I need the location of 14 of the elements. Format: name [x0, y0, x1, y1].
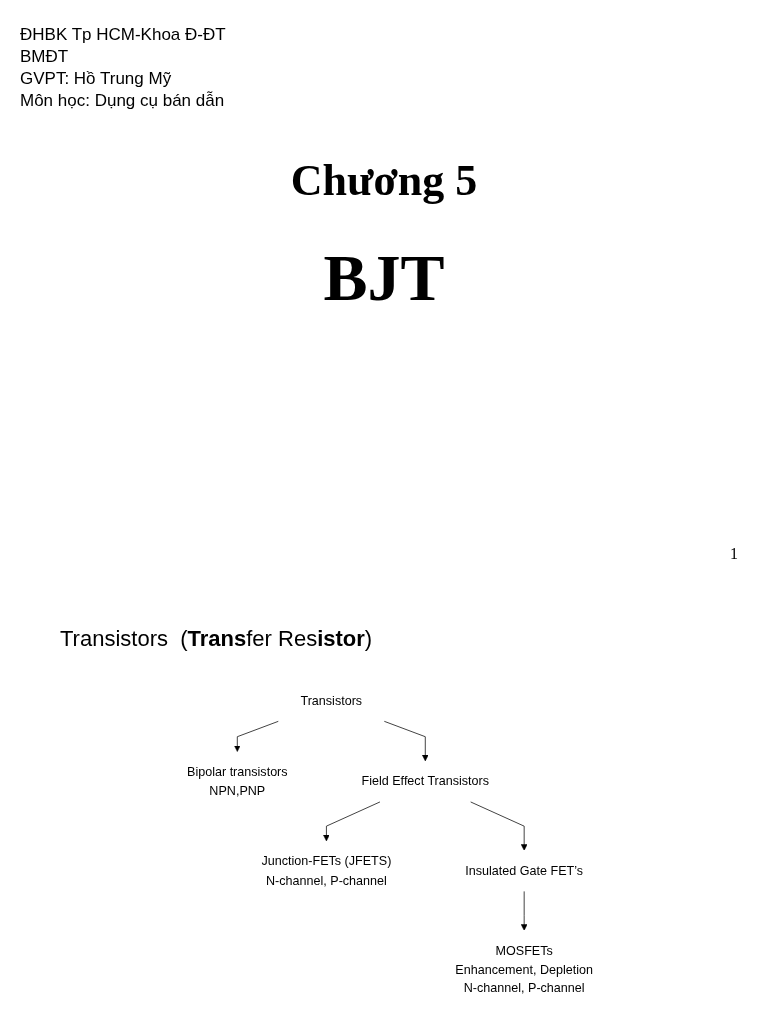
- header-text: Môn học: Dụng cụ bán dẫn: [20, 90, 225, 112]
- node-text: Field Effect Transistors: [361, 774, 490, 789]
- chapter-title: BJT: [323, 240, 445, 316]
- slide-title: Transistors (Transfer Resistor): [60, 626, 373, 651]
- header-text: GVPT: Hồ Trung Mỹ: [20, 68, 172, 90]
- page-number: 1: [730, 545, 738, 562]
- node-text: Insulated Gate FET’s: [465, 863, 584, 878]
- header-text: ĐHBK Tp HCM-Khoa Đ-ĐT: [20, 24, 226, 46]
- node-text: MOSFETs Enhancement, Depletion N-channel, P-channel: [455, 943, 593, 996]
- header-text: BMĐT: [20, 46, 69, 68]
- node-text: Transistors: [300, 694, 363, 709]
- node-text: Bipolar transistors NPN,PNP: [187, 764, 288, 798]
- node-text: Junction-FETs (JFETS) N-channel, P-channel: [261, 854, 392, 888]
- chapter-heading: Chương 5: [290, 155, 478, 206]
